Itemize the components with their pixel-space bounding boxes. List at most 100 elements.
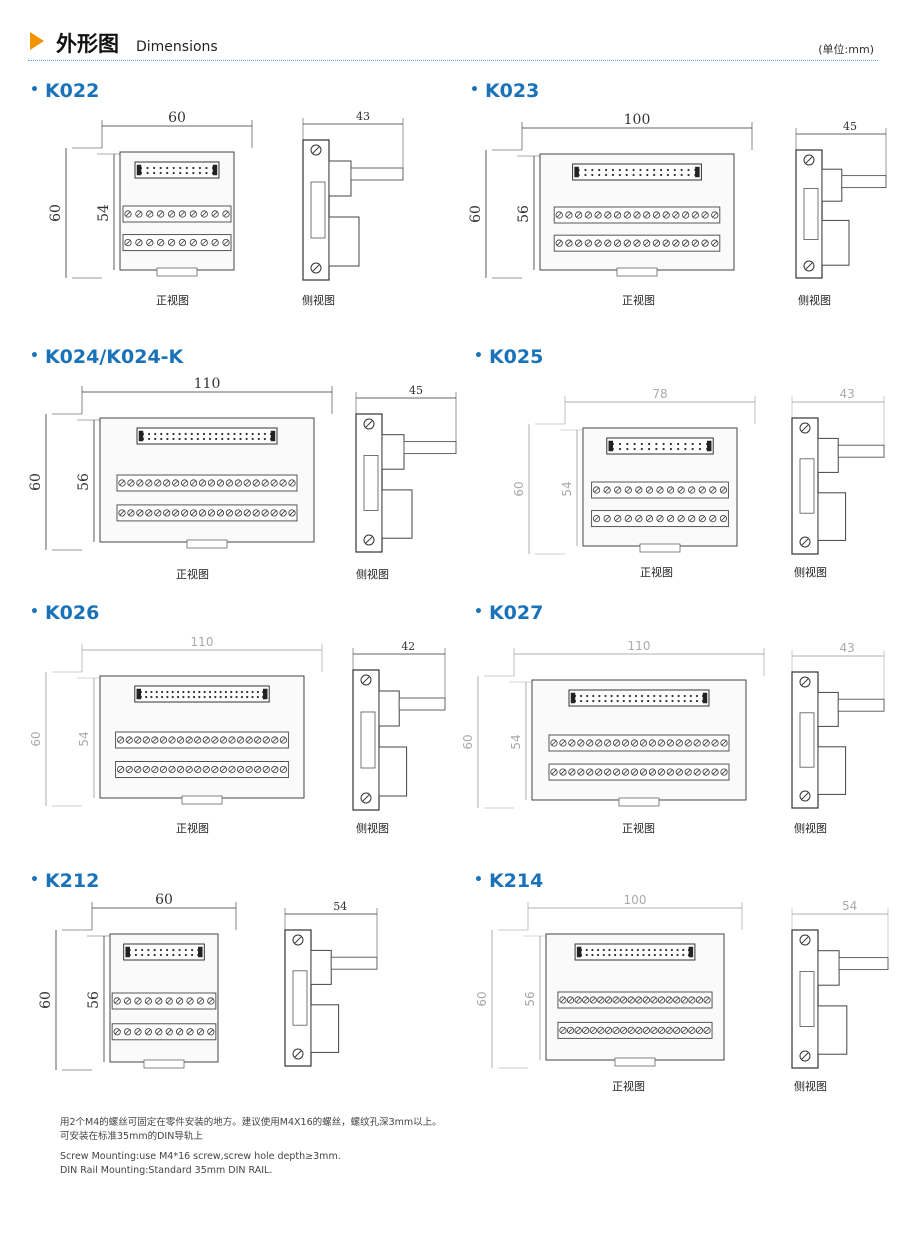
pin (150, 695, 153, 699)
pin (214, 695, 217, 699)
screw-slot (178, 767, 183, 772)
screw-slot (125, 998, 130, 1004)
pin (598, 699, 601, 703)
screw-slot (704, 997, 710, 1003)
screw-slot (312, 146, 320, 154)
screw-slot (676, 769, 682, 775)
screw-slot (128, 480, 134, 486)
pin (634, 699, 638, 703)
latch (262, 688, 268, 700)
pin (604, 694, 607, 698)
screw-slot (636, 997, 642, 1003)
side-header (817, 691, 839, 727)
side-view-k022: 43 (302, 110, 404, 281)
screw-slot (663, 240, 669, 246)
screw-slot (654, 240, 659, 246)
screw-slot (659, 769, 664, 775)
pin (192, 695, 196, 699)
screw-slot (177, 1029, 182, 1035)
screw-slot (178, 737, 183, 743)
pin (653, 168, 656, 172)
pin (687, 168, 690, 172)
pin (598, 168, 601, 172)
pin (631, 953, 634, 957)
side-terminal (328, 216, 360, 267)
pin (579, 694, 583, 698)
pin (190, 953, 194, 957)
idc-header (572, 163, 702, 181)
pin (166, 166, 169, 170)
pin (680, 168, 683, 172)
pin (160, 690, 164, 694)
screw-slot (173, 510, 178, 516)
latch (212, 164, 218, 176)
screw-slot (209, 510, 214, 516)
screw-slot (136, 211, 142, 217)
pin (611, 173, 615, 177)
inner-height-label: 56 (86, 991, 102, 1009)
screw-slot (805, 156, 813, 164)
screw-slot (135, 998, 141, 1004)
screw-slot (221, 767, 226, 772)
pin (665, 694, 668, 698)
pin (155, 695, 158, 699)
pin (256, 695, 259, 699)
caption-side-k026: 侧视图 (356, 822, 389, 835)
din-clip (614, 1057, 656, 1067)
pin (619, 953, 622, 957)
screw-slot (191, 240, 196, 245)
pin (695, 694, 699, 698)
screw-slot (587, 769, 593, 775)
latch (138, 430, 144, 442)
screw-slot (195, 767, 200, 772)
screw-slot (118, 737, 123, 743)
pin (166, 690, 169, 694)
side-terminal (381, 489, 413, 539)
pin (152, 171, 156, 175)
pin (591, 173, 594, 177)
screw-slot (146, 510, 152, 516)
pin (671, 699, 674, 703)
screw-slot (721, 740, 727, 746)
depth-label: 45 (409, 384, 423, 397)
screw-slot (586, 240, 591, 246)
screw-slot (644, 212, 650, 218)
terminal-block (116, 474, 298, 492)
caption-side-k214: 侧视图 (794, 1080, 827, 1093)
screw-slot (702, 212, 708, 218)
pin (622, 699, 625, 703)
screw-slot (666, 1028, 672, 1033)
screw-slot (659, 740, 664, 746)
screw-slot (229, 737, 235, 743)
screw-slot (721, 769, 727, 775)
pin (647, 699, 650, 703)
pin (147, 437, 151, 441)
screw-slot (576, 212, 581, 218)
latch (702, 692, 708, 704)
screw-slot (576, 240, 581, 246)
screw-slot (186, 737, 192, 743)
pin (196, 437, 199, 441)
side-view-k027: 43 (791, 641, 885, 809)
screw-slot (702, 240, 708, 246)
screw-slot (262, 510, 268, 516)
caption-side-k024: 侧视图 (356, 568, 389, 581)
pin (689, 694, 692, 698)
pin (190, 437, 193, 441)
pin (239, 437, 242, 441)
screw-slot (568, 1028, 573, 1033)
pin (584, 168, 587, 172)
screw-slot (560, 997, 566, 1003)
pin (622, 694, 625, 698)
screw-slot (365, 420, 373, 428)
din-clip (616, 267, 658, 277)
screw-slot (238, 737, 243, 743)
screw-slot (146, 998, 151, 1004)
screw-slot (187, 998, 193, 1004)
pin (202, 437, 206, 441)
screw-slot (253, 480, 259, 486)
screw-slot (166, 1029, 172, 1035)
pin (640, 699, 644, 703)
